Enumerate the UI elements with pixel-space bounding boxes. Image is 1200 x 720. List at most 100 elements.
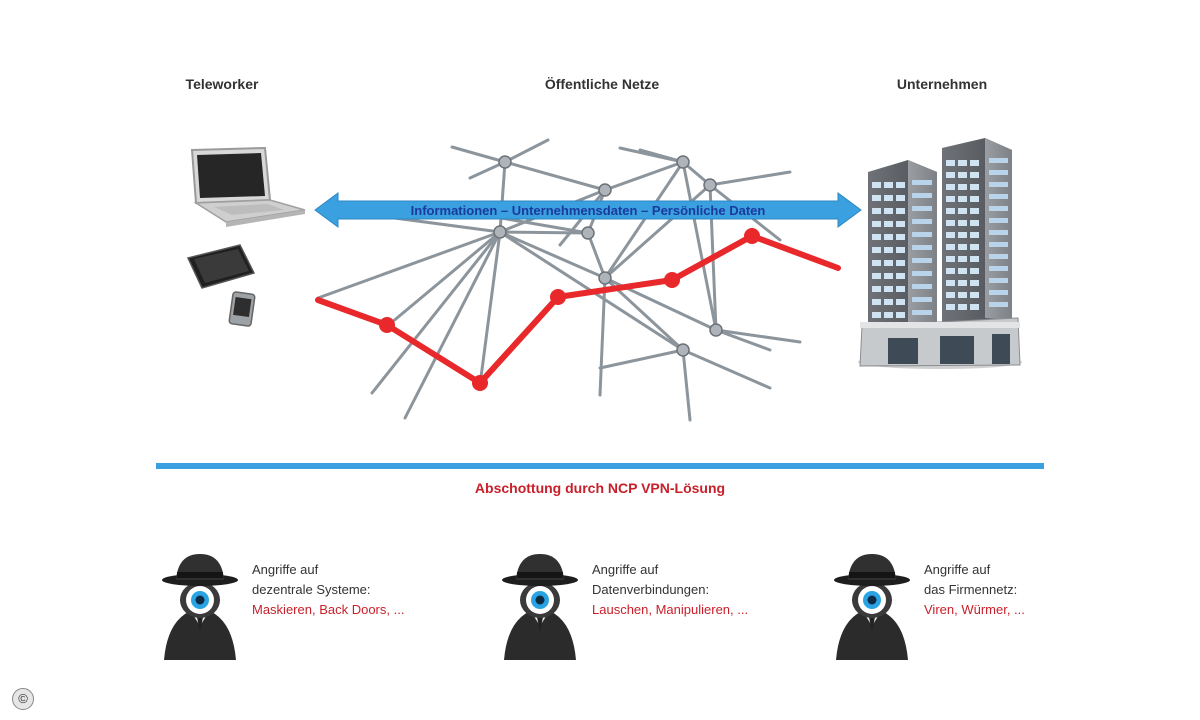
building-window (946, 304, 955, 310)
column-title-teleworker: Teleworker (185, 76, 259, 92)
building-window (872, 273, 881, 279)
building-window (958, 208, 967, 214)
network-link (714, 328, 802, 344)
building-window (872, 221, 881, 227)
network-node (676, 343, 690, 357)
building-window (958, 304, 967, 310)
building-window (958, 184, 967, 190)
building-window (970, 160, 979, 166)
secure-path-node (379, 317, 395, 333)
building-window (958, 256, 967, 262)
phone-icon (228, 291, 256, 327)
building-window (912, 180, 932, 185)
building-window (896, 195, 905, 201)
network-link (598, 276, 607, 397)
building-window (912, 310, 932, 315)
secure-vpn-path (315, 228, 841, 391)
building-window (884, 182, 893, 188)
network-link (681, 348, 692, 422)
building-window (970, 196, 979, 202)
building-window (970, 256, 979, 262)
network-link (603, 160, 685, 280)
building-window (970, 280, 979, 286)
column-title-public-networks: Öffentliche Netze (544, 76, 660, 92)
building-window (872, 286, 881, 292)
network-link (498, 230, 607, 280)
building-window (884, 286, 893, 292)
building-window (884, 221, 893, 227)
building-window (884, 312, 893, 318)
building-window (946, 160, 955, 166)
building-window (896, 234, 905, 240)
spy-icon (162, 554, 238, 660)
building-window (912, 219, 932, 224)
building-window (946, 172, 955, 178)
network-link (383, 230, 502, 330)
building-window (958, 292, 967, 298)
network-link (316, 230, 502, 300)
building-window (970, 172, 979, 178)
building-window (970, 292, 979, 298)
building-window (970, 268, 979, 274)
network-link (370, 230, 502, 395)
network-link (598, 348, 685, 370)
building-window (912, 245, 932, 250)
secure-path-node (550, 289, 566, 305)
building-window (884, 208, 893, 214)
network-node (598, 183, 612, 197)
building-window (989, 170, 1008, 175)
building-window (912, 206, 932, 211)
building-window (958, 220, 967, 226)
building-window (958, 232, 967, 238)
building-window (872, 182, 881, 188)
building-window (989, 194, 1008, 199)
building-window (970, 304, 979, 310)
building-window (872, 208, 881, 214)
building-window (989, 230, 1008, 235)
secure-path-node (744, 228, 760, 244)
network-link (714, 328, 772, 352)
spy-icon (502, 554, 578, 660)
attack-heading: Angriffe auf (924, 562, 991, 577)
building-window (989, 242, 1008, 247)
attack-target: Datenverbindungen: (592, 582, 710, 597)
network-node (709, 323, 723, 337)
building-window (884, 195, 893, 201)
building-window (896, 273, 905, 279)
building-window (884, 299, 893, 305)
secure-path-node (472, 375, 488, 391)
building-window (872, 234, 881, 240)
building-window (912, 297, 932, 302)
network-node (598, 271, 612, 285)
building-window (884, 273, 893, 279)
network-link (681, 160, 718, 332)
network-link (603, 160, 685, 192)
office-building-icon (858, 138, 1022, 369)
building-window (989, 218, 1008, 223)
attack-heading: Angriffe auf (592, 562, 659, 577)
attack-decentral-systems: Angriffe auf dezentrale Systeme: Maskier… (160, 552, 480, 662)
attack-company-network: Angriffe auf das Firmennetz: Viren, Würm… (832, 552, 1132, 662)
network-link (586, 231, 607, 280)
building-window (958, 196, 967, 202)
public-network-graph (316, 138, 802, 422)
network-node (581, 226, 595, 240)
building-window (958, 268, 967, 274)
building-window (896, 312, 905, 318)
building-window (946, 220, 955, 226)
building-window (872, 299, 881, 305)
attack-target: dezentrale Systeme: (252, 582, 371, 597)
network-node (498, 155, 512, 169)
building-window (946, 292, 955, 298)
attack-examples: Maskieren, Back Doors, ... (252, 602, 405, 617)
attack-examples: Lauschen, Manipulieren, ... (592, 602, 749, 617)
attack-target: das Firmennetz: (924, 582, 1018, 597)
building-window (884, 234, 893, 240)
shield-caption: Abschottung durch NCP VPN-Lösung (474, 480, 726, 496)
building-window (958, 244, 967, 250)
network-link (681, 348, 772, 390)
network-link (403, 230, 502, 420)
network-node (703, 178, 717, 192)
network-link (503, 160, 607, 192)
network-link (450, 145, 507, 164)
